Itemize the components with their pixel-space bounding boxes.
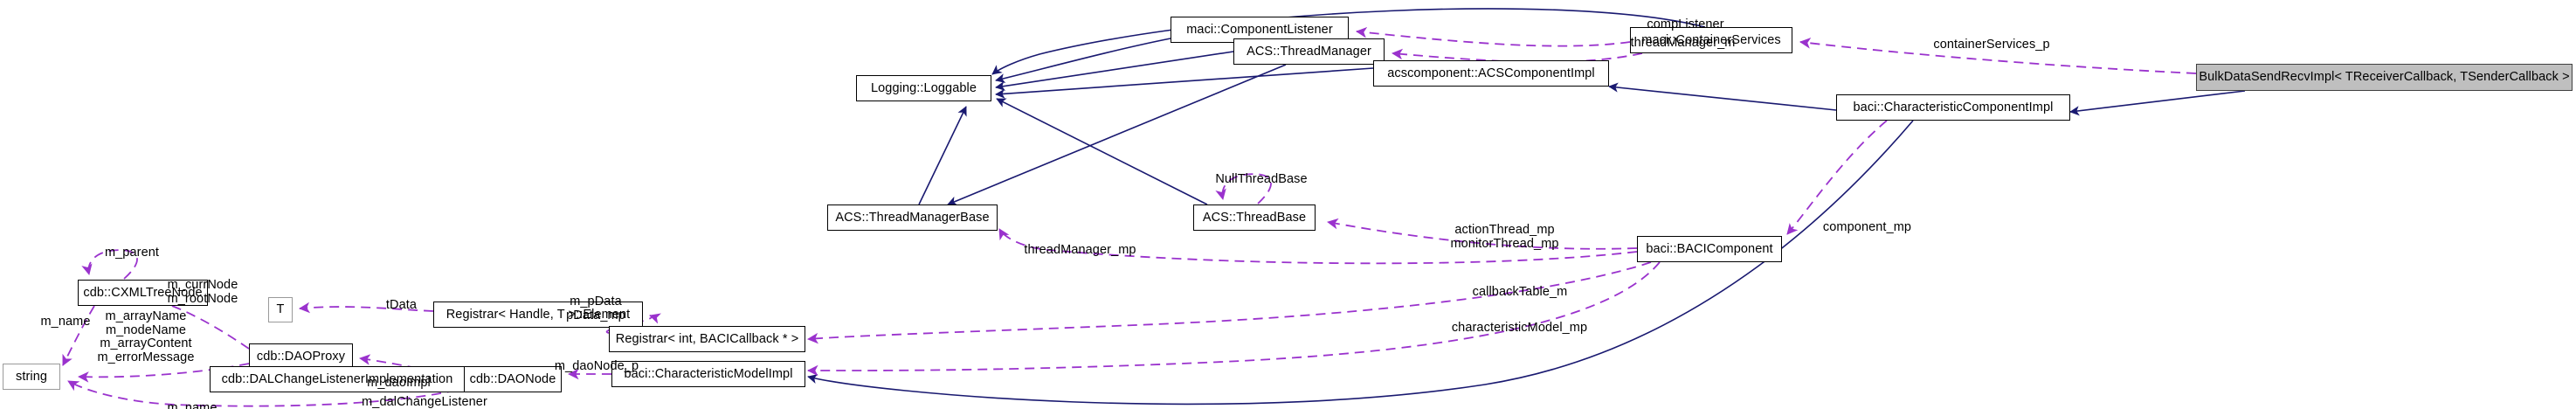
- edge-registrar-int-registrar-handle: [605, 313, 661, 334]
- edge-registrar-handle-t: [298, 302, 434, 314]
- node-registrar-int-bacicallback[interactable]: Registrar< int, BACICallback * >: [609, 326, 805, 352]
- node-label: baci::CharacteristicModelImpl: [624, 366, 793, 381]
- node-acs-threadmanagerbase[interactable]: ACS::ThreadManagerBase: [827, 204, 998, 231]
- edge-label-characteristicmodel-mp: characteristicModel_mp: [1451, 321, 1588, 335]
- node-label: Registrar< int, BACICallback * >: [615, 331, 799, 346]
- node-maci-containerservices[interactable]: maci::ContainerServices: [1630, 27, 1792, 53]
- edge-label-m-currnode-m-rootnode: m_currNode m_rootNode: [167, 278, 238, 306]
- edge-label-callbacktable-m: callbackTable_m: [1472, 285, 1568, 299]
- node-label: maci::ComponentListener: [1186, 22, 1333, 37]
- edge-label-nullthreadbase: NullThreadBase: [1215, 172, 1308, 186]
- node-label: baci::BACIComponent: [1646, 241, 1773, 256]
- edge-label-tdata: tData: [385, 298, 418, 312]
- edge-bulkdata-charcomponentimpl: [2069, 90, 2246, 116]
- edge-threadmanagerbase-loggable: [918, 106, 967, 205]
- edge-acscomponentimpl-loggable: [995, 67, 1374, 99]
- edge-label-containerservices-p: containerServices_p: [1933, 38, 2050, 52]
- edge-bulkdata-containerservices: [1799, 38, 2197, 74]
- edge-bacicomponent-threadmanagerbase: [998, 228, 1638, 265]
- edge-charmodelimpl-charcomponentimpl: [807, 120, 1914, 406]
- edge-charcomponentimpl-bacicomponent: [1786, 120, 1888, 235]
- node-cdb-daonode[interactable]: cdb::DAONode: [464, 366, 562, 392]
- edge-threadmanager-loggable: [995, 51, 1234, 92]
- node-generic-t[interactable]: T: [268, 297, 293, 322]
- node-string[interactable]: string: [3, 364, 60, 390]
- node-baci-bacicomponent[interactable]: baci::BACIComponent: [1637, 236, 1782, 262]
- edge-daonode-string: [67, 380, 473, 407]
- edge-label-m-name-bottom: m_name: [167, 401, 218, 409]
- node-registrar-handle-element[interactable]: Registrar< Handle, T >::Element: [433, 302, 643, 328]
- node-cdb-dalchangelistenerimplementation[interactable]: cdb::DALChangeListenerImplementation: [210, 366, 465, 392]
- edge-label-m-dalchangelistener: m_dalChangeListener: [362, 395, 487, 409]
- node-label: maci::ContainerServices: [1641, 32, 1781, 47]
- node-label: cdb::DAONode: [469, 371, 556, 386]
- edge-label-m-parent: m_parent: [104, 246, 160, 260]
- edge-label-cxmltreenode-attributes: m_arrayName m_nodeName m_arrayContent m_…: [97, 309, 195, 364]
- edge-label-threadmanager-mp: threadManager_mp: [1024, 243, 1136, 257]
- edge-label-m-name-left: m_name: [40, 315, 91, 329]
- edge-label-threadmanager-m: threadManager_m: [1630, 36, 1736, 50]
- node-cdb-cxmltreenode[interactable]: cdb::CXMLTreeNode: [78, 280, 208, 306]
- edge-containerservices-complistener: [1355, 26, 1631, 47]
- node-label: acscomponent::ACSComponentImpl: [1387, 66, 1595, 80]
- node-cdb-daoproxy[interactable]: cdb::DAOProxy: [249, 343, 353, 370]
- node-label: ACS::ThreadBase: [1202, 210, 1307, 225]
- node-label: T: [276, 302, 285, 317]
- edge-label-m-daonode-p: m_daoNode_p: [554, 359, 639, 373]
- node-label: string: [15, 369, 48, 384]
- node-bulkdatasendrecvimpl[interactable]: BulkDataSendRecvImpl< TReceiverCallback,…: [2196, 64, 2573, 91]
- edge-label-complistener: compListener: [1647, 17, 1724, 31]
- edge-label-actionthread-monitorthread: actionThread_mp monitorThread_mp: [1450, 223, 1559, 251]
- edge-cxmltreenode-string: [62, 305, 95, 366]
- edge-charcomponentimpl-acscomponentimpl: [1608, 82, 1837, 111]
- node-baci-characteristiccomponentimpl[interactable]: baci::CharacteristicComponentImpl: [1836, 94, 2070, 121]
- edge-threadmanager-threadmanagerbase: [947, 64, 1287, 206]
- edge-bacicomponent-threadbase: [1327, 218, 1638, 250]
- node-label: ACS::ThreadManager: [1247, 44, 1371, 59]
- edge-label-m-pdata-pdata-mp: m_pData pData_mp: [566, 295, 625, 322]
- edge-bacicomponent-charmodelimpl: [806, 261, 1661, 377]
- edge-label-component-mp: component_mp: [1822, 220, 1912, 234]
- node-acs-threadmanager[interactable]: ACS::ThreadManager: [1233, 38, 1385, 65]
- edge-threadbase-loggable: [996, 98, 1208, 205]
- edge-label-m-daoimpl: m_daoImpl: [367, 376, 431, 390]
- node-acscomponent-acscomponentimpl[interactable]: acscomponent::ACSComponentImpl: [1373, 60, 1609, 87]
- node-label: Registrar< Handle, T >::Element: [445, 307, 631, 322]
- node-label: cdb::DALChangeListenerImplementation: [221, 371, 453, 386]
- node-label: baci::CharacteristicComponentImpl: [1853, 100, 2054, 114]
- node-acs-threadbase[interactable]: ACS::ThreadBase: [1193, 204, 1316, 231]
- node-label: cdb::DAOProxy: [256, 349, 346, 364]
- node-label: Logging::Loggable: [870, 80, 977, 95]
- node-baci-characteristicmodelimpl[interactable]: baci::CharacteristicModelImpl: [611, 361, 805, 387]
- node-logging-loggable[interactable]: Logging::Loggable: [856, 75, 991, 101]
- edge-componentlistener-loggable: [995, 38, 1171, 84]
- node-label: cdb::CXMLTreeNode: [83, 285, 203, 300]
- edge-threadbase-nullthreadbase-selfloop: [1215, 173, 1272, 204]
- edge-bacicomponent-registrar-int: [806, 261, 1652, 344]
- edge-cxmltreenode-parent-selfloop: [81, 249, 138, 280]
- node-label: ACS::ThreadManagerBase: [835, 210, 990, 225]
- node-label: BulkDataSendRecvImpl< TReceiverCallback,…: [2199, 70, 2570, 85]
